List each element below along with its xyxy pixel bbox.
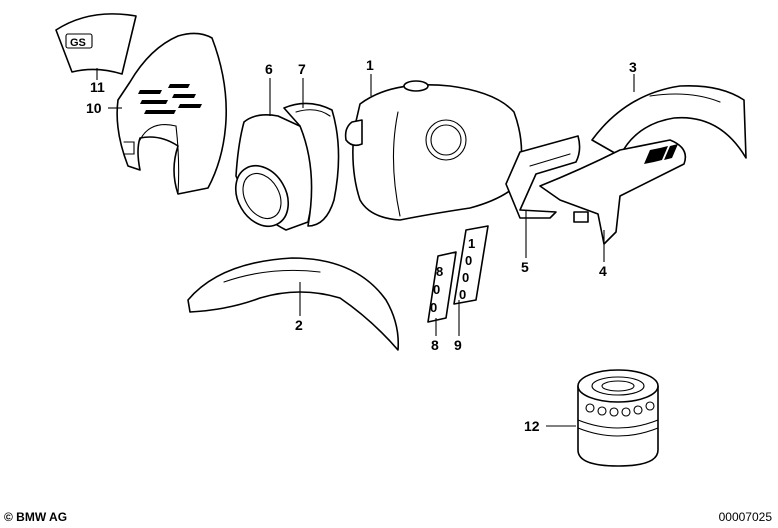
callout-8: 8	[431, 337, 439, 353]
decal-9-char-1: 1	[468, 236, 475, 251]
callout-12: 12	[524, 418, 540, 434]
callout-labels: 11 10 6 7 1 3 4 5 2 8 9 12	[86, 57, 637, 434]
part-10-fairing	[116, 32, 228, 195]
windscreen-logo: GS	[70, 37, 86, 49]
callout-10: 10	[86, 100, 102, 116]
callout-9: 9	[454, 337, 462, 353]
decal-9-char-4: 0	[459, 287, 466, 302]
callout-4: 4	[599, 263, 607, 279]
decal-8-char-1: 8	[436, 264, 443, 279]
callout-11: 11	[90, 79, 105, 95]
part-12-filter-can	[577, 369, 659, 467]
copyright-notice: © BMW AG	[4, 510, 68, 524]
callout-5: 5	[521, 259, 529, 275]
callout-6: 6	[265, 61, 273, 77]
part-4-tail-section	[539, 139, 687, 245]
part-6-headlight-shell	[234, 114, 314, 231]
callout-3: 3	[629, 59, 637, 75]
decal-9-char-3: 0	[462, 270, 469, 285]
part-9-number-decal: 1 0 0 0	[453, 225, 489, 305]
part-3-rear-fender	[591, 84, 747, 159]
part-11-windscreen: GS	[55, 13, 137, 75]
callout-1: 1	[366, 57, 374, 73]
part-5-side-cover	[505, 135, 581, 219]
part-1-fuel-tank	[344, 80, 523, 221]
decal-8-char-2: 0	[433, 282, 440, 297]
callout-7: 7	[298, 61, 306, 77]
document-number: 00007025	[718, 510, 772, 524]
decal-8-char-3: 0	[430, 300, 437, 315]
part-8-number-decal: 8 0 0	[427, 251, 457, 323]
part-7-headlight-cover	[283, 102, 340, 227]
part-2-front-fender	[187, 257, 400, 351]
leader-lines	[96, 68, 635, 427]
callout-2: 2	[295, 317, 303, 333]
decal-9-char-2: 0	[465, 253, 472, 268]
